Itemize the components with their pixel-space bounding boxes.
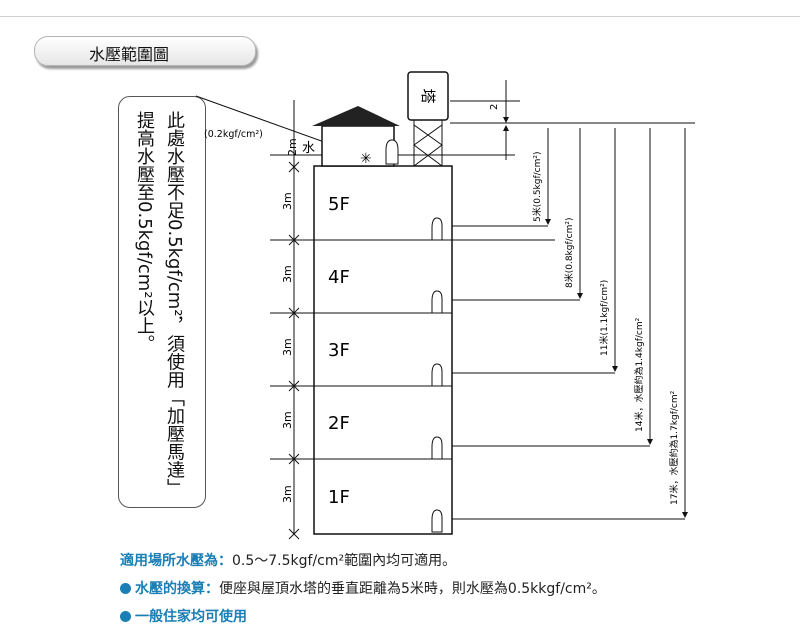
pressure-label-5m: 5米(0.5kgf/cm²) [531, 151, 543, 222]
tower-height-label: 2 [489, 104, 500, 110]
roof-icon [312, 106, 400, 126]
rooftop-room [321, 125, 395, 167]
callout-line-1: 此處水壓不足0.5kgf/cm²，須使用「加壓馬達」 [164, 111, 185, 497]
floor-label: 2F [328, 413, 350, 434]
footer-line-2: 水壓的換算：便座與屋頂水塔的垂直距離為5米時，則水壓為0.5kkgf/cm²。 [120, 578, 606, 598]
bullet-icon [120, 611, 131, 622]
toilet-icons [431, 217, 443, 533]
tower-label: 塔 [419, 88, 437, 103]
floor-label: 1F [328, 487, 350, 508]
pressure-label-11m: 11米(1.1kgf/cm²) [598, 280, 610, 356]
pressure-label-8m: 8米(0.8kgf/cm²) [563, 217, 575, 288]
floor-height-label: 3m [281, 338, 294, 356]
tower-stand-icon [413, 120, 443, 167]
title-badge: 水壓範圍圖 [34, 36, 256, 66]
pressure-label-14m: 14米，水壓約為1.4kgf/cm² [633, 317, 645, 432]
dimension-ticks [288, 161, 300, 540]
footer-line-1-label: 適用場所水壓為： [120, 553, 232, 569]
page-title: 水壓範圍圖 [89, 45, 170, 64]
floor-height-label: 3m [281, 485, 294, 503]
callout-box: 此處水壓不足0.5kgf/cm²，須使用「加壓馬達」 提高水壓至0.5kgf/c… [118, 96, 206, 508]
floor-label: 5F [328, 194, 350, 215]
callout-line-2: 提高水壓至0.5kgf/cm²以上。 [134, 111, 155, 353]
footer-line-3-label: 一般住家均可使用 [135, 609, 247, 625]
pressure-note: (0.2kgf/cm²) [204, 129, 263, 140]
floor-height-label: 3m [281, 265, 294, 283]
footer-line-2-text: 便座與屋頂水塔的垂直距離為5米時，則水壓為0.5kkgf/cm²。 [219, 581, 606, 597]
floor-label: 4F [328, 267, 350, 288]
floor-height-label: 3m [281, 411, 294, 429]
footer-line-1-text: 0.5～7.5kgf/cm²範圍內均可適用。 [232, 553, 457, 569]
toilet-icon [385, 139, 399, 165]
faucet-icon: ✳ [360, 151, 372, 167]
top-divider [0, 16, 800, 17]
water-gap-label: 2m [286, 138, 299, 156]
footer-line-1: 適用場所水壓為：0.5～7.5kgf/cm²範圍內均可適用。 [120, 550, 456, 570]
water-label: 水 [302, 141, 315, 156]
pressure-label-17m: 17米，水壓約為1.7kgf/cm² [668, 390, 680, 505]
floor-height-label: 3m [281, 192, 294, 210]
floor-label: 3F [328, 340, 350, 361]
water-tank-icon [407, 71, 449, 121]
bullet-icon [120, 583, 131, 594]
footer-line-2-label: 水壓的換算： [135, 581, 219, 597]
footer-line-3: 一般住家均可使用 [120, 606, 247, 626]
